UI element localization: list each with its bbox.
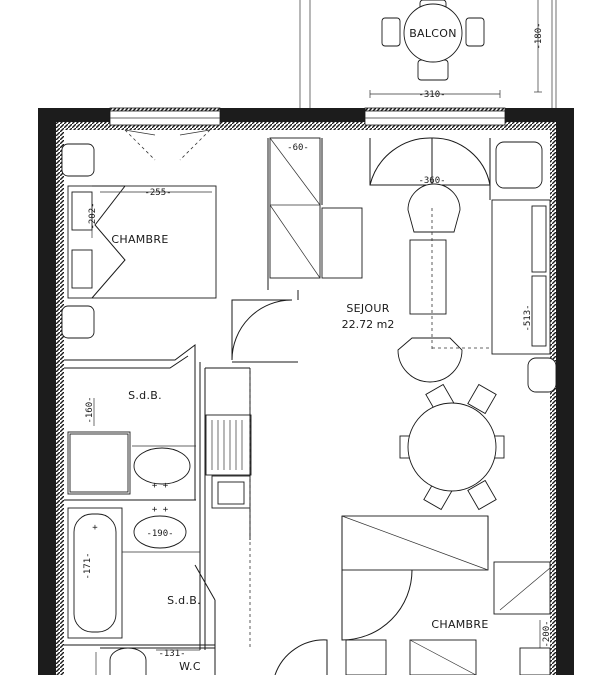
wardrobe (267, 137, 363, 290)
bathroom-1: + + (64, 344, 196, 501)
svg-text:+: + (92, 523, 98, 533)
chambre-2-label: CHAMBRE (431, 618, 488, 631)
bedroom-2 (274, 515, 551, 675)
wc (95, 647, 215, 675)
dim-wc-width: -131- (158, 649, 185, 659)
balcony (299, 0, 557, 108)
sdb-2-label: S.d.B. (167, 594, 201, 607)
chambre-1-label: CHAMBRE (111, 233, 168, 246)
dim-sejour-width: -360- (418, 176, 445, 186)
dim-bath: -171- (83, 552, 93, 579)
dim-sdb-depth: -160- (85, 396, 95, 423)
sejour-area-label: 22.72 m2 (342, 318, 395, 331)
svg-text:+ +: + + (152, 481, 169, 491)
bathroom-2: + + + (64, 505, 216, 675)
dim-wardrobe: -60- (287, 143, 309, 153)
sejour-label: SEJOUR (346, 302, 389, 315)
balcony-table (381, 0, 485, 81)
dim-balcon-width: -310- (418, 90, 445, 100)
wc-label: W.C (179, 660, 201, 673)
dim-sejour-depth: -513- (523, 304, 533, 331)
dim-balcon-depth: -180- (534, 22, 544, 49)
dining-table (399, 383, 505, 511)
dim-basin: -190- (146, 529, 173, 539)
bedroom-1 (61, 129, 217, 339)
kitchen (199, 362, 252, 650)
door-bedroom-1 (64, 290, 299, 363)
sdb-1-label: S.d.B. (128, 389, 162, 402)
dim-bed-length: -202- (88, 202, 98, 229)
dim-bed-width: -255- (144, 188, 171, 198)
balcon-label: BALCON (409, 27, 457, 40)
walls (38, 107, 574, 675)
living-room (369, 137, 557, 511)
svg-text:+ +: + + (152, 505, 169, 515)
dim-chambre2-depth: -200- (542, 620, 552, 647)
